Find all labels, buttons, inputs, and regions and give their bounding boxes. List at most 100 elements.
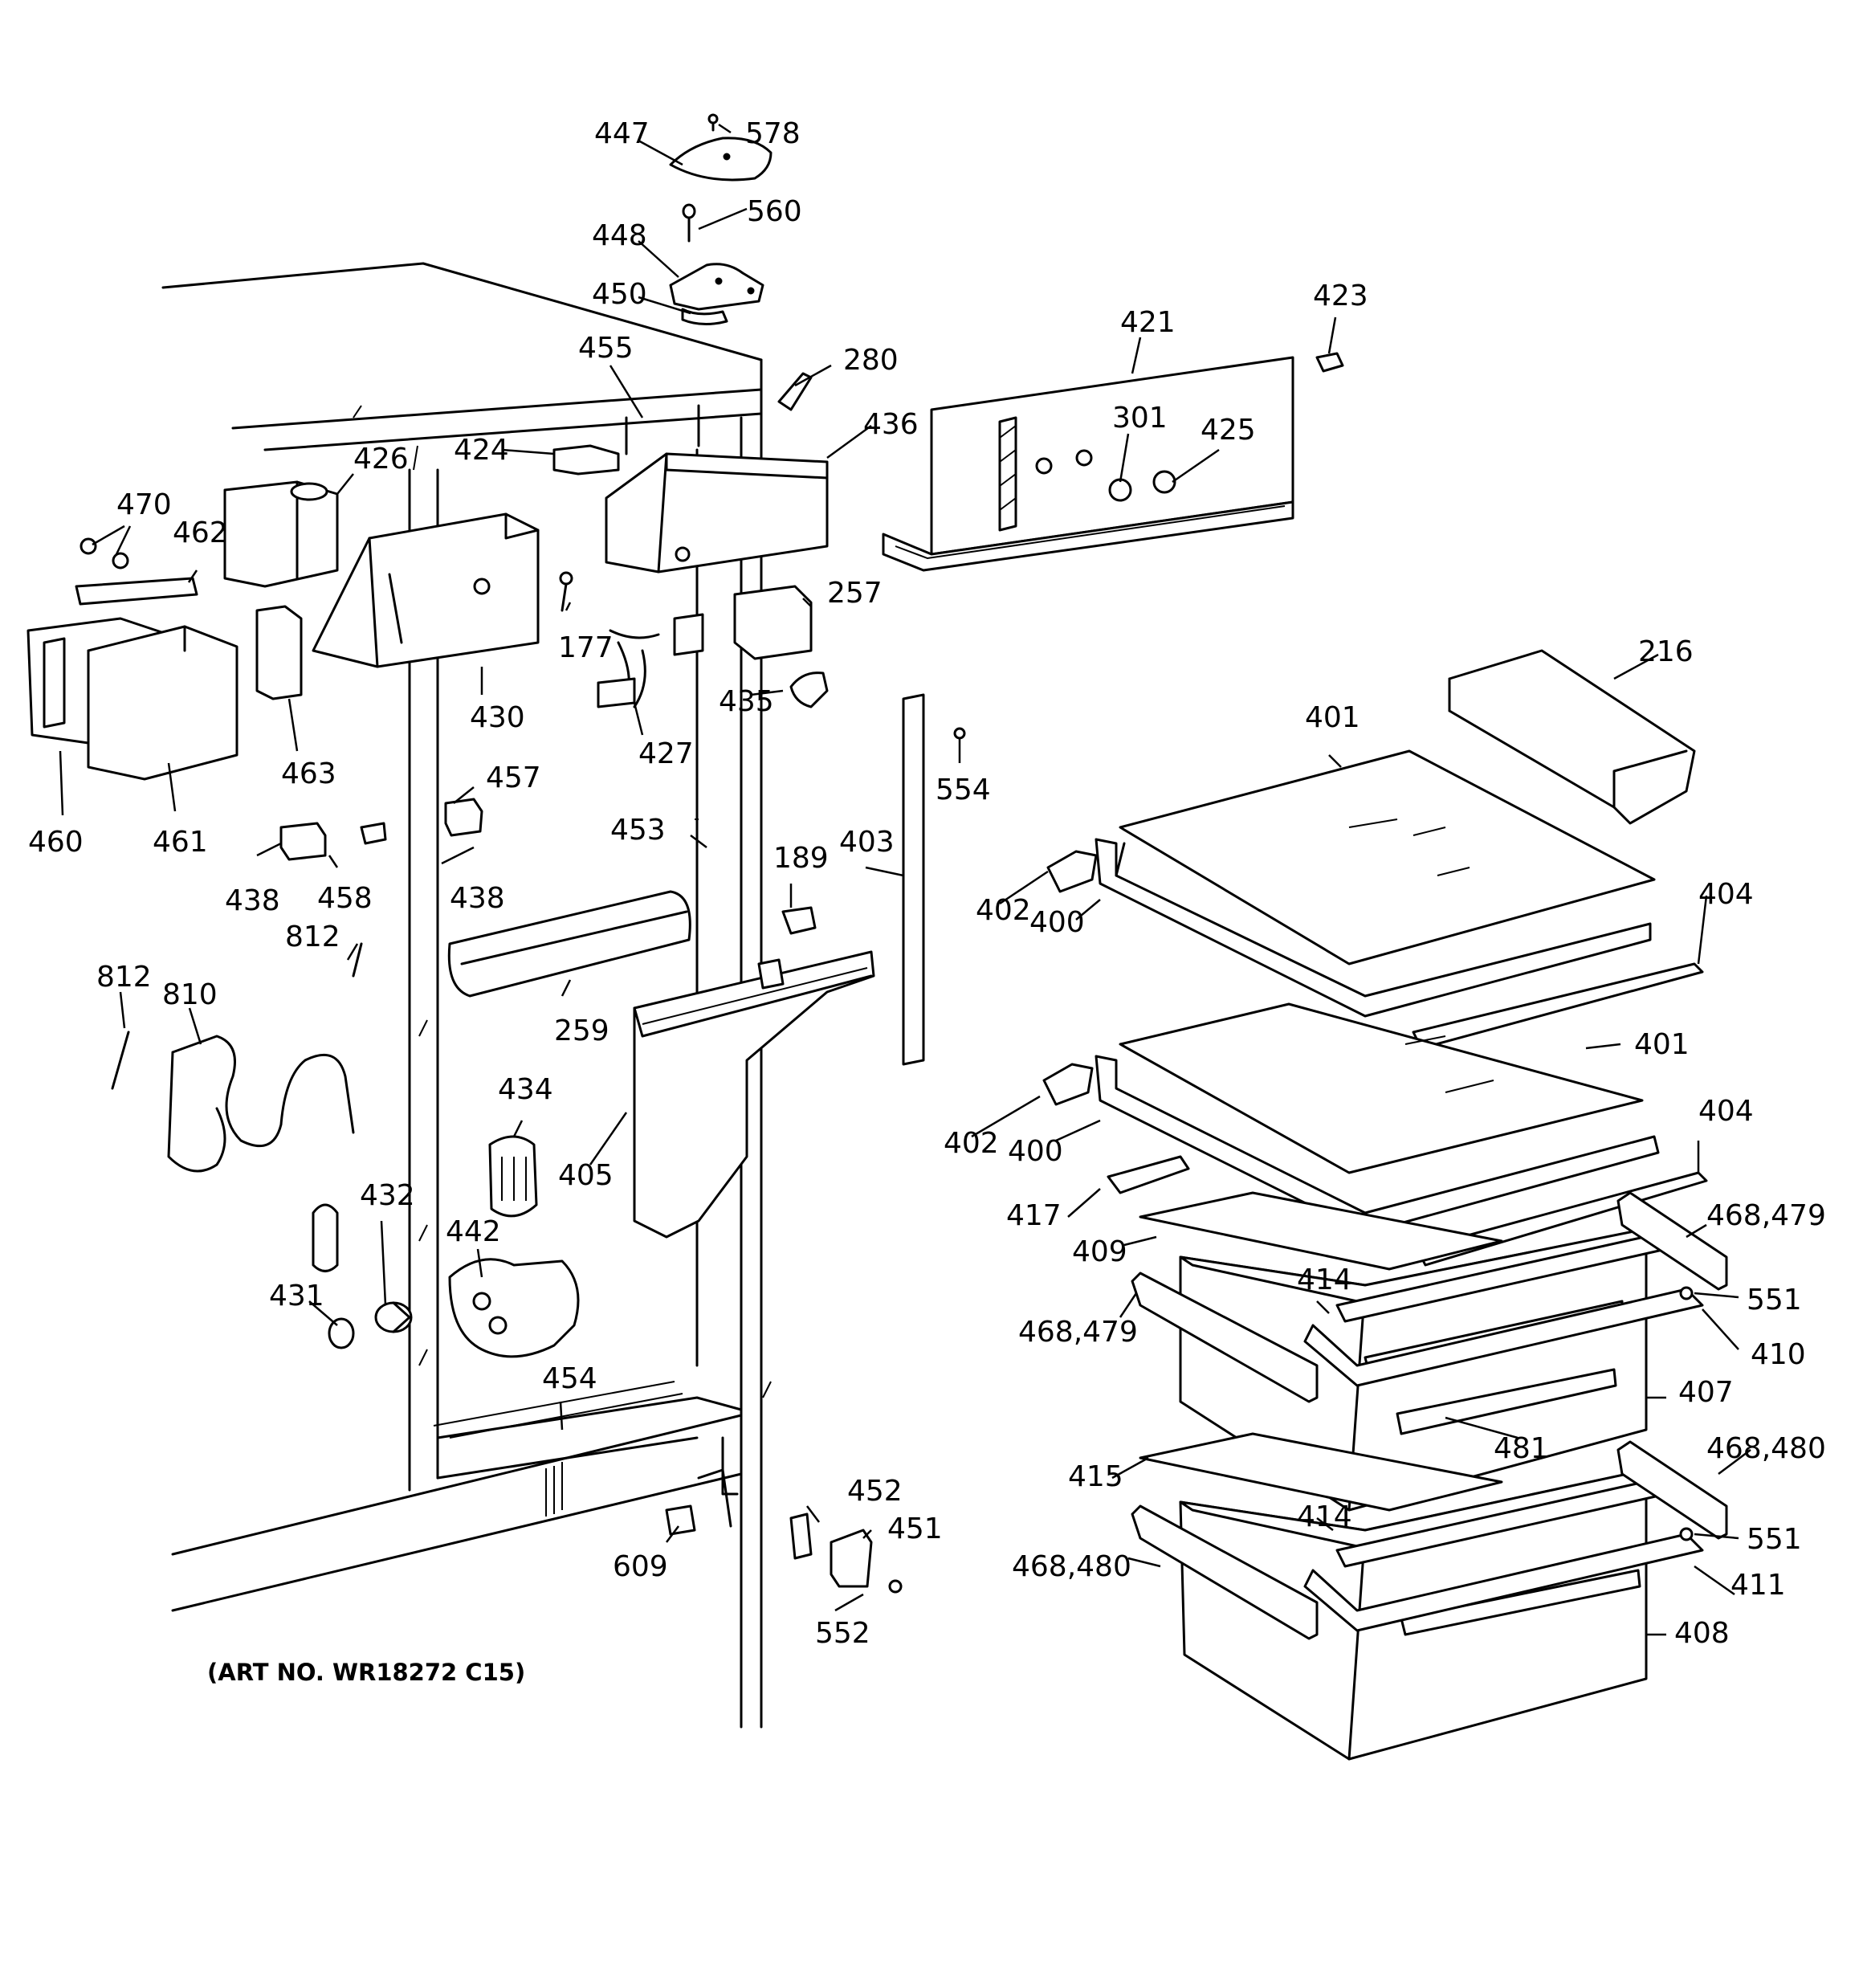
label-427: 427 [638, 737, 694, 770]
label-452: 452 [847, 1475, 903, 1508]
label-447: 447 [594, 117, 650, 150]
screw-578 [707, 113, 719, 125]
hinge-448 [669, 263, 764, 311]
leader-lines [59, 123, 1751, 1636]
label-468-480-right: 468,480 [1706, 1432, 1826, 1465]
label-812-a: 812 [285, 921, 340, 953]
bulb-423 [1315, 352, 1344, 373]
socket-432 [374, 1301, 413, 1333]
bin-216 [1448, 649, 1696, 825]
label-468-479-right: 468,479 [1706, 1199, 1826, 1232]
handle-481 [1396, 1368, 1617, 1435]
part-609 [665, 1504, 696, 1536]
label-438-a: 438 [225, 884, 280, 917]
label-609: 609 [613, 1550, 668, 1583]
hinge-cover-447 [669, 137, 773, 182]
label-425: 425 [1201, 414, 1256, 447]
label-481: 481 [1494, 1432, 1549, 1465]
label-454: 454 [542, 1362, 597, 1395]
label-401-upper: 401 [1305, 701, 1360, 734]
left-parts-group [26, 480, 966, 1358]
label-551-lower: 551 [1747, 1523, 1802, 1556]
label-455: 455 [578, 332, 634, 365]
label-426: 426 [353, 443, 409, 476]
bracket-463 [255, 605, 303, 700]
part-457 [444, 798, 483, 837]
label-417: 417 [1006, 1199, 1062, 1232]
control-panel-421 [882, 352, 1344, 572]
label-457: 457 [486, 761, 541, 794]
bottom-front-group [665, 1504, 903, 1594]
label-451: 451 [887, 1512, 943, 1545]
control-housing-group [552, 372, 829, 574]
cover-415 [1139, 1432, 1503, 1512]
label-400-upper: 400 [1029, 906, 1085, 939]
label-450: 450 [592, 278, 647, 311]
label-414-upper: 414 [1297, 1263, 1352, 1296]
label-401-lower: 401 [1634, 1028, 1690, 1061]
rail-468-480-right [1616, 1440, 1728, 1540]
label-259: 259 [554, 1014, 609, 1047]
label-430: 430 [470, 701, 525, 734]
label-216: 216 [1638, 635, 1694, 668]
label-435: 435 [719, 685, 774, 718]
label-468-479-left: 468,479 [1018, 1316, 1138, 1349]
duct-405 [633, 950, 875, 1239]
label-812-b: 812 [96, 961, 152, 994]
label-448: 448 [592, 219, 647, 252]
bracket-462 [75, 577, 198, 606]
rail-468-479-right [1616, 1191, 1728, 1291]
label-421: 421 [1120, 306, 1176, 339]
rail-468-479-left [1131, 1272, 1319, 1403]
part-189 [781, 906, 817, 935]
label-463: 463 [281, 757, 336, 790]
rail-403 [902, 693, 925, 1066]
label-578: 578 [745, 117, 801, 150]
frame-411 [1303, 1533, 1704, 1632]
shelves-drawers-group [1042, 649, 1728, 1761]
label-438-b: 438 [450, 882, 505, 915]
label-404-lower: 404 [1698, 1095, 1754, 1128]
shim-450 [681, 308, 728, 325]
label-411: 411 [1731, 1569, 1786, 1602]
label-409: 409 [1072, 1235, 1127, 1268]
screw-560 [682, 203, 696, 219]
label-432: 432 [360, 1179, 415, 1212]
label-407: 407 [1678, 1376, 1734, 1409]
label-177: 177 [558, 631, 614, 664]
knob-301 [1108, 478, 1132, 502]
duct-430 [312, 512, 540, 668]
label-434: 434 [498, 1073, 553, 1106]
label-301: 301 [1112, 402, 1168, 435]
timer-257 [733, 585, 813, 660]
label-436: 436 [863, 408, 919, 441]
label-460: 460 [28, 826, 84, 859]
bracket-451 [830, 1529, 873, 1588]
frame-410 [1303, 1288, 1704, 1387]
heater-810 [167, 1035, 355, 1173]
label-458: 458 [317, 882, 373, 915]
part-438-a [279, 822, 327, 861]
label-424: 424 [454, 434, 509, 467]
glass-shelf-401-upper [1119, 749, 1656, 965]
label-410: 410 [1751, 1338, 1806, 1371]
label-551-upper: 551 [1747, 1284, 1802, 1316]
housing-461 [87, 625, 238, 781]
art-number-caption: (ART NO. WR18272 C15) [207, 1659, 525, 1686]
shelf-frame-400-lower [1095, 1055, 1660, 1235]
label-470: 470 [116, 488, 172, 521]
label-468-480-left: 468,480 [1012, 1550, 1131, 1583]
label-554: 554 [936, 774, 991, 806]
label-403: 403 [839, 826, 895, 859]
label-431: 431 [269, 1280, 324, 1312]
label-415: 415 [1068, 1460, 1123, 1493]
shelf-frame-400-upper [1095, 838, 1652, 1018]
glass-shelf-401-lower [1119, 1002, 1644, 1174]
part-435 [789, 672, 829, 708]
label-402-upper: 402 [976, 894, 1031, 927]
label-280: 280 [843, 344, 899, 377]
part-labels: 447 578 560 448 450 455 280 421 423 426 … [28, 117, 1826, 1650]
cover-409 [1139, 1191, 1503, 1271]
screw-dot [723, 153, 731, 161]
